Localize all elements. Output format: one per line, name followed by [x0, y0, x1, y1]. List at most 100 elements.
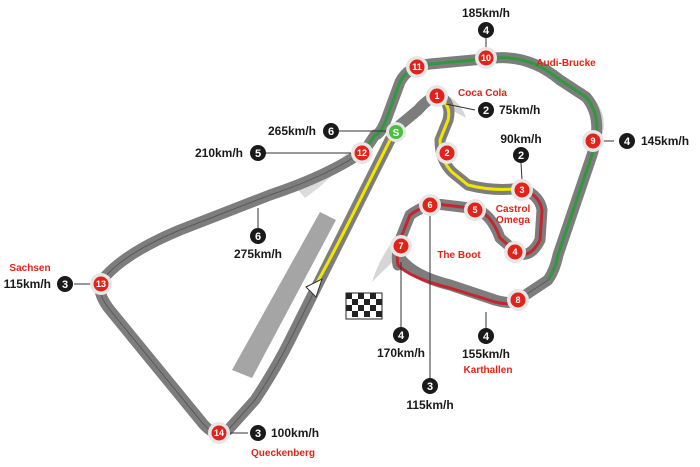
speed-label: 210km/h: [195, 146, 243, 160]
speed-label: 145km/h: [641, 134, 689, 148]
gear-badge: [513, 147, 529, 163]
start-arrow: [305, 278, 323, 298]
speed-label: 100km/h: [271, 426, 319, 440]
turn-marker-dot: [439, 145, 455, 161]
gear-badge: [250, 145, 266, 161]
speed-label: 275km/h: [234, 247, 282, 261]
gear-number: 4: [483, 25, 490, 37]
gear-number: 4: [483, 331, 490, 343]
gear-badge: [422, 378, 438, 394]
turn-number: 5: [472, 205, 477, 215]
gear-badge: [250, 228, 266, 244]
speed-marker-4: 5 210km/h: [195, 145, 266, 161]
corner-name-7: The Boot: [437, 250, 481, 261]
turn-number: 10: [481, 53, 491, 63]
turn-marker-12: 12: [351, 142, 373, 164]
turn-number: 3: [519, 185, 524, 195]
section-full-throttle-arc: [363, 119, 388, 151]
turn-marker-dot: [429, 88, 445, 104]
speed-label: 265km/h: [268, 124, 316, 138]
turn-marker-dot: [585, 133, 601, 149]
speed-label: 90km/h: [500, 132, 541, 146]
turn-marker-dot: [393, 238, 409, 254]
start-marker-label: S: [393, 128, 400, 139]
gear-number: 6: [328, 126, 334, 138]
turn-marker-dot: [211, 425, 227, 441]
speed-marker-9: 4 170km/h: [377, 327, 425, 360]
speed-marker-2: 2 75km/h: [478, 102, 540, 118]
speed-marker-6: 4 145km/h: [619, 133, 689, 149]
gear-number: 3: [255, 428, 261, 440]
pit-lane: [232, 212, 336, 378]
turn-number: 12: [357, 148, 367, 158]
turn-marker-dot: [507, 244, 523, 260]
corner-name-13: Sachsen: [9, 263, 50, 274]
turn-marker-11: 11: [406, 56, 428, 78]
corner-name-1: Coca Cola: [458, 88, 507, 99]
gear-number: 3: [427, 381, 433, 393]
speed-label: 155km/h: [462, 347, 510, 361]
turn-number: 8: [515, 295, 520, 305]
turn-marker-dot: [422, 197, 438, 213]
speed-label: 75km/h: [499, 103, 540, 117]
turn-number: 9: [590, 136, 595, 146]
speed-label: 185km/h: [462, 6, 510, 20]
speed-marker-11: 3 115km/h: [406, 378, 454, 412]
corner-name-10: Audi-Brucke: [536, 58, 596, 69]
gear-badge: [393, 327, 409, 343]
chequered-flag: [345, 292, 383, 320]
gear-number: 4: [398, 330, 405, 342]
turn-marker-2: 2: [436, 142, 458, 164]
turn-marker-dot: [467, 202, 483, 218]
turn-marker-3: 3: [511, 179, 533, 201]
speed-label: 170km/h: [377, 346, 425, 360]
speed-label: 115km/h: [4, 277, 51, 291]
turn-marker-6: 6: [419, 194, 441, 216]
gear-number: 4: [624, 136, 631, 148]
turn-marker-4: 4: [504, 241, 526, 263]
turn-marker-dot: [93, 276, 109, 292]
turn-marker-dot: [354, 145, 370, 161]
turn-number: 6: [427, 200, 432, 210]
gear-number: 5: [255, 148, 261, 160]
speed-marker-3: 6 265km/h: [268, 123, 339, 139]
turn-marker-dot: [514, 182, 530, 198]
speed-label: 115km/h: [406, 398, 453, 412]
corner-name-14: Queckenberg: [251, 448, 315, 459]
turn-marker-dot: [510, 292, 526, 308]
gear-number: 6: [255, 231, 261, 243]
speed-marker-12: 3 100km/h: [250, 425, 319, 441]
speed-marker-7: 6 275km/h: [234, 228, 282, 261]
gear-number: 2: [483, 105, 489, 117]
turn-number: 2: [444, 148, 449, 158]
speed-marker-10: 4 155km/h: [462, 328, 510, 361]
gear-badge: [478, 102, 494, 118]
turn-number: 4: [512, 247, 517, 257]
turn-marker-13: 13 Sachsen: [9, 263, 112, 295]
speed-marker-8: 3 115km/h: [4, 276, 73, 292]
gear-badge: [323, 123, 339, 139]
speed-marker-1: 4 185km/h: [462, 6, 510, 38]
turn-marker-dot: [409, 59, 425, 75]
start-marker: S: [386, 122, 406, 142]
gear-badge: [250, 425, 266, 441]
gear-badge: [478, 328, 494, 344]
gear-number: 2: [518, 150, 524, 162]
turn-number: 7: [398, 241, 403, 251]
speed-marker-5: 2 90km/h: [500, 132, 542, 163]
gear-number: 3: [62, 279, 68, 291]
gear-badge: [619, 133, 635, 149]
turn-number: 13: [96, 279, 106, 289]
leader-lines: [74, 38, 614, 434]
gear-badge: [57, 276, 73, 292]
turn-number: 11: [412, 62, 422, 72]
